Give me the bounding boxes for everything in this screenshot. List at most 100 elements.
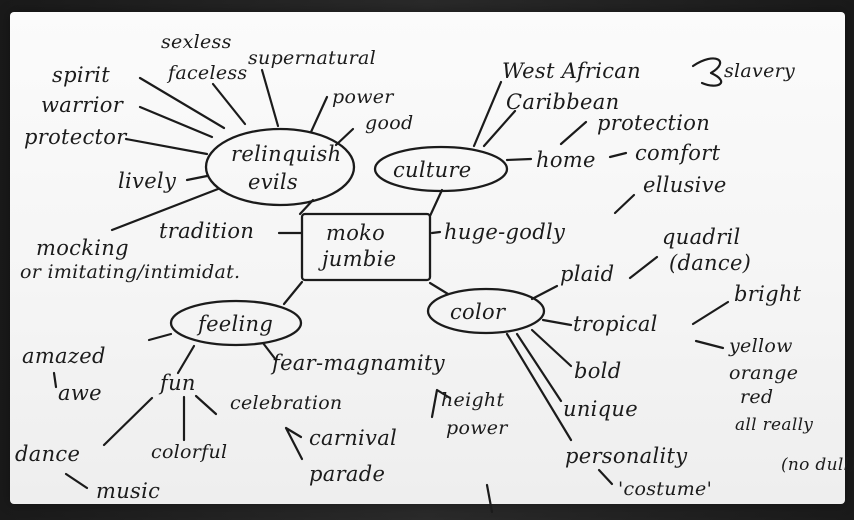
feeling-fun-line bbox=[176, 344, 196, 375]
center-box bbox=[300, 212, 432, 282]
color-oval bbox=[426, 287, 546, 335]
celebration-text: celebration bbox=[230, 392, 342, 414]
home-text: home bbox=[536, 148, 596, 172]
plaid-text: plaid bbox=[560, 262, 614, 286]
height-arrow bbox=[430, 388, 452, 419]
unique-text: unique bbox=[563, 397, 638, 421]
mocking-text: mocking bbox=[36, 236, 129, 260]
bright-text: bright bbox=[734, 282, 802, 306]
good-line bbox=[334, 127, 355, 147]
relinquish-label: relinquish bbox=[231, 142, 341, 166]
no-dull-text: (no dull) bbox=[781, 455, 854, 475]
good-text: good bbox=[365, 112, 413, 134]
fun-text: fun bbox=[158, 371, 196, 395]
warrior-line bbox=[138, 105, 214, 139]
center-to-relinquish-line bbox=[298, 198, 315, 216]
center-line-1: moko bbox=[326, 221, 385, 245]
feeling-amazed-line bbox=[147, 332, 173, 342]
tropical-text: tropical bbox=[573, 312, 658, 336]
fear-magnanimity-text: fear-magnamity bbox=[270, 351, 446, 375]
protector-line bbox=[124, 137, 209, 156]
center-to-culture-line bbox=[428, 188, 444, 218]
tradition-text: tradition bbox=[159, 219, 254, 243]
plaid-quadril-line bbox=[628, 255, 659, 280]
color-tropical-line bbox=[541, 318, 573, 327]
supernatural-text: supernatural bbox=[248, 47, 376, 69]
elusive-text: ellusive bbox=[643, 173, 727, 197]
feeling-oval bbox=[169, 299, 303, 347]
west-african-line bbox=[472, 80, 503, 148]
yellow-text: yellow bbox=[728, 335, 793, 357]
feeling-fear-line bbox=[261, 341, 278, 362]
carnival-text: carnival bbox=[309, 426, 397, 450]
color-bold-line bbox=[530, 328, 573, 368]
supernatural-line bbox=[260, 68, 280, 128]
imitating-text: or imitating/intimidat. bbox=[20, 261, 240, 283]
godly-elusive-line bbox=[613, 193, 636, 215]
lively-line bbox=[185, 174, 209, 182]
carnival-arrow bbox=[284, 426, 304, 461]
huge-godly-text: huge-godly bbox=[444, 220, 566, 244]
home-comfort-line bbox=[608, 151, 628, 159]
center-huge-line bbox=[430, 230, 442, 235]
music-text: music bbox=[96, 479, 160, 503]
warrior-text: warrior bbox=[41, 93, 125, 117]
caribbean-text: Caribbean bbox=[506, 90, 619, 114]
amazed-text: amazed bbox=[22, 344, 106, 368]
feeling-label: feeling bbox=[196, 312, 273, 336]
costume-text: 'costume' bbox=[618, 478, 712, 500]
dance-text: dance bbox=[15, 442, 80, 466]
tropical-bright-line bbox=[691, 300, 730, 326]
amazed-awe-line bbox=[52, 371, 58, 389]
center-to-color-line bbox=[428, 281, 450, 296]
comfort-text: comfort bbox=[635, 141, 721, 165]
parade-text: parade bbox=[309, 462, 385, 486]
all-really-text: all really bbox=[735, 415, 813, 435]
lively-text: lively bbox=[118, 169, 177, 193]
west-african-text: West African bbox=[502, 59, 641, 83]
evils-label: evils bbox=[248, 170, 298, 194]
slavery-text: slavery bbox=[724, 60, 795, 82]
power-text: power bbox=[332, 86, 395, 108]
faceless-line bbox=[211, 82, 247, 126]
mocking-line bbox=[110, 187, 220, 232]
spirit-text: spirit bbox=[52, 63, 110, 87]
spirit-line bbox=[138, 76, 226, 130]
slavery-arrow bbox=[691, 57, 723, 87]
height-text: height bbox=[441, 389, 504, 411]
dance-paren-text: (dance) bbox=[669, 251, 751, 275]
pen-mark bbox=[485, 483, 494, 514]
protector-text: protector bbox=[24, 125, 128, 149]
quadril-text: quadril bbox=[662, 225, 741, 249]
fun-dance-line bbox=[102, 396, 154, 447]
power-line bbox=[309, 95, 329, 134]
relinquish-evils-oval bbox=[204, 127, 356, 207]
color-personality-line bbox=[505, 332, 573, 442]
fun-celebration-line bbox=[194, 394, 218, 416]
home-protection-line bbox=[559, 120, 588, 146]
orange-text: orange bbox=[729, 362, 798, 384]
power-feeling-text: power bbox=[446, 417, 509, 439]
faceless-text: faceless bbox=[166, 62, 247, 84]
sexless-text: sexless bbox=[161, 31, 232, 53]
color-label: color bbox=[450, 300, 507, 324]
caribbean-line bbox=[482, 109, 517, 148]
awe-text: awe bbox=[58, 381, 102, 405]
color-plaid-line bbox=[530, 284, 559, 301]
tropical-yellow-line bbox=[694, 339, 725, 350]
personality-costume-line bbox=[597, 468, 614, 486]
personality-text: personality bbox=[565, 444, 688, 468]
colorful-text: colorful bbox=[151, 441, 227, 463]
center-line-2: jumbie bbox=[318, 247, 396, 271]
dance-music-line bbox=[64, 472, 89, 490]
culture-label: culture bbox=[393, 158, 472, 182]
bold-text: bold bbox=[574, 359, 621, 383]
color-unique-line bbox=[515, 332, 563, 403]
protection-text: protection bbox=[597, 111, 710, 135]
paper-sheet bbox=[10, 12, 845, 504]
culture-home-line bbox=[505, 157, 533, 162]
center-to-feeling-line bbox=[282, 280, 304, 306]
red-text: red bbox=[740, 386, 773, 408]
